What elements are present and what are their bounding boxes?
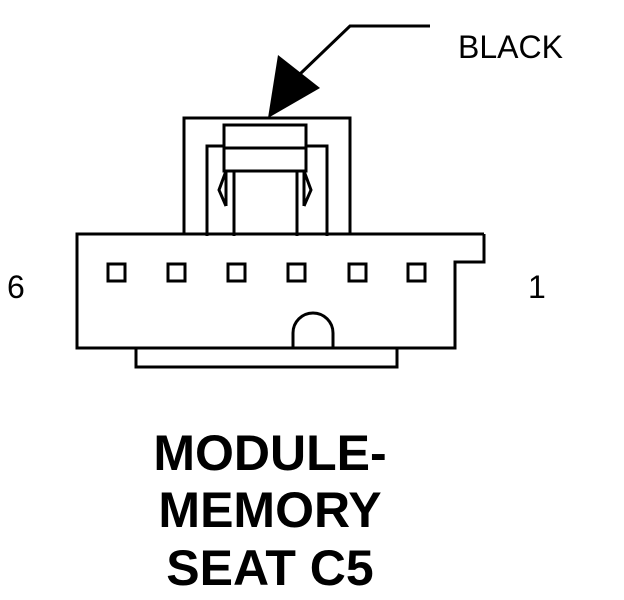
caption-line-2: MEMORY bbox=[158, 482, 381, 538]
latch-outer bbox=[182, 116, 352, 234]
key-bump bbox=[291, 311, 335, 348]
pin-cavity bbox=[166, 262, 187, 283]
latch-left-rail bbox=[205, 144, 224, 236]
callout-arrowhead bbox=[268, 55, 320, 118]
pin-cavity bbox=[406, 262, 427, 283]
pin-cavity bbox=[347, 262, 368, 283]
pin-cavity bbox=[226, 262, 247, 283]
callout-line bbox=[298, 24, 430, 76]
body-base bbox=[134, 349, 399, 369]
pin-cavities bbox=[106, 262, 427, 283]
connector-latch bbox=[182, 116, 352, 236]
caption-line-3: SEAT C5 bbox=[166, 540, 373, 596]
wire-color-label: BLACK bbox=[458, 29, 563, 65]
latch-right-rail bbox=[306, 144, 329, 236]
body-outline bbox=[75, 232, 486, 350]
pin-cavity bbox=[106, 262, 127, 283]
pin-cavity bbox=[286, 262, 307, 283]
pin-label-right: 1 bbox=[528, 269, 546, 305]
callout-leader bbox=[268, 24, 430, 118]
connector-body bbox=[75, 232, 486, 369]
pin-label-left: 6 bbox=[7, 269, 25, 305]
caption-line-1: MODULE- bbox=[153, 425, 386, 481]
